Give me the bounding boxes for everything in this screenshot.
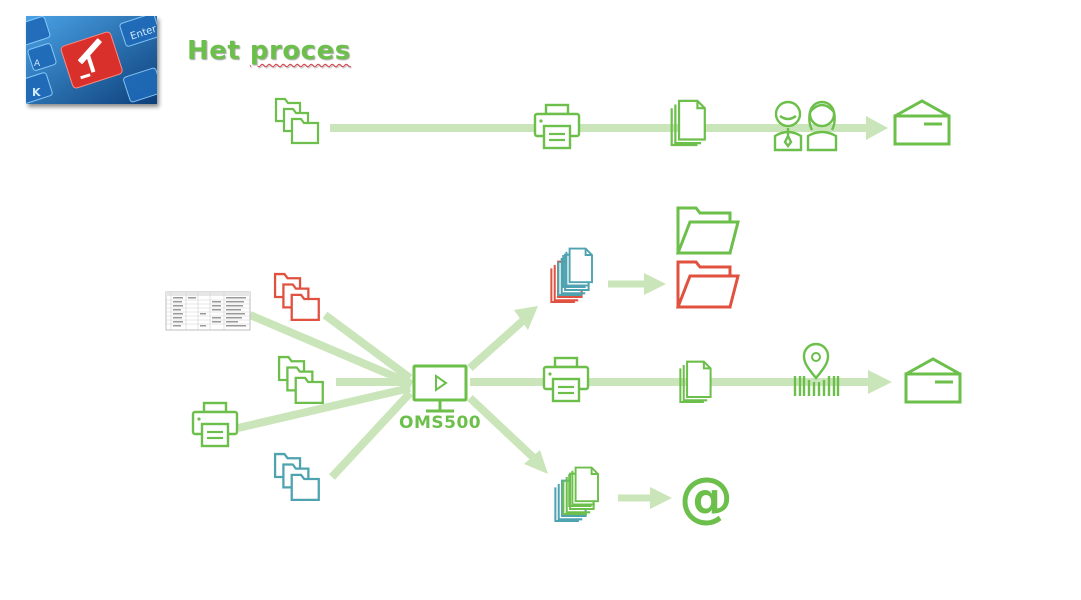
arrowhead-middle [868,370,892,394]
arrow-hub-to-emaildocs [467,395,539,463]
green-folder-icon [676,206,740,255]
monitor-play-icon [412,364,468,413]
arrowhead-folders [644,273,666,295]
keyboard-keys [26,16,157,104]
page-title: Het proces [187,36,351,66]
location-barcode-icon [793,342,840,396]
spreadsheet-icon [165,291,251,331]
arrow-sheet-to-hub [248,311,414,388]
at-sign-icon: @ [679,466,733,529]
arrowhead-top [866,116,888,140]
envelope-icon [904,357,962,404]
envelope-icon [893,99,951,146]
arrowhead-emaildocs [524,450,548,474]
multicolor-documents-icon [550,247,594,304]
arrowhead-reddocs [514,306,538,330]
svg-text:A: A [34,59,41,69]
page-title-word1: Het [187,36,241,66]
red-folder-icon [676,260,740,309]
hero-image: Enter K A [26,16,157,104]
page-title-word2: proces [249,36,351,66]
stacked-documents-icon [554,466,600,523]
svg-text:K: K [32,86,41,99]
printer-icon [542,356,590,403]
arrow-hub-to-reddocs [467,315,529,371]
arrow-redfolders-to-hub [322,311,413,382]
arrow-tealfolders-to-hub [329,390,413,480]
arrowhead-email [650,487,672,509]
teal-folders-icon [273,452,320,501]
central-system-label: OMS500 [399,413,482,433]
printer-icon [533,103,581,150]
people-icon [773,100,838,152]
arrow-printer-to-hub [237,384,411,432]
printer-icon [191,401,239,448]
folders-icon [274,97,320,145]
connector-arrows [237,116,892,509]
folders-icon [277,355,324,404]
red-folders-icon [273,272,320,321]
documents-icon [670,99,707,147]
